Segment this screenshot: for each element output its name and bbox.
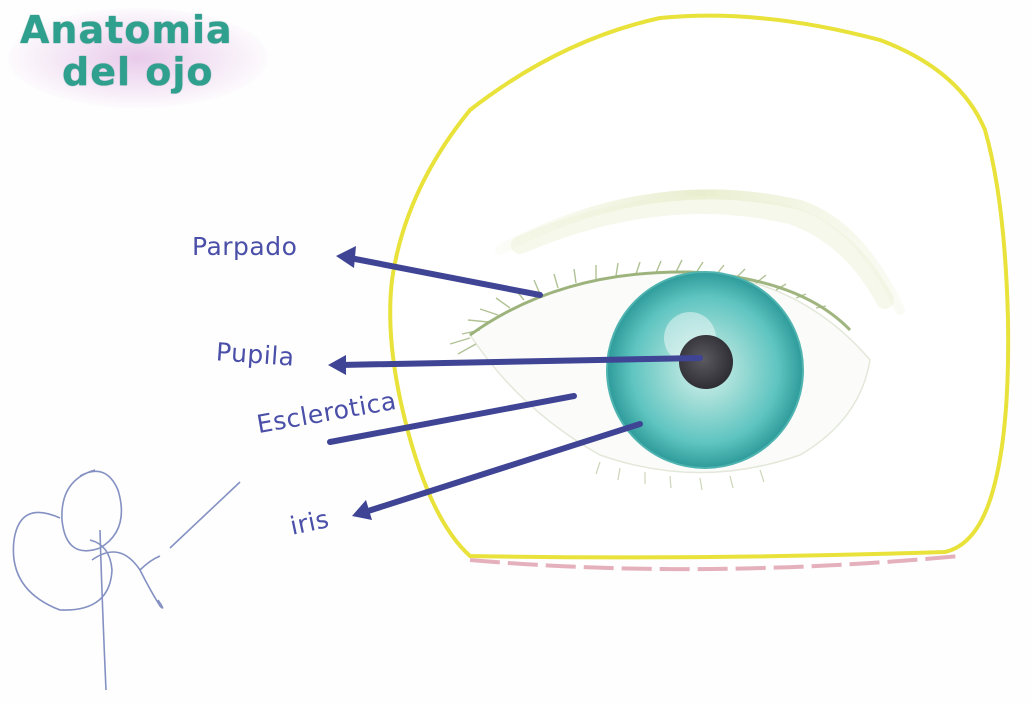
- pupil-shape: [679, 335, 733, 389]
- arrowhead-pupila: [328, 355, 346, 375]
- arrowhead-parpado: [336, 246, 356, 268]
- arrowheads: [328, 246, 372, 520]
- arrowhead-iris: [352, 500, 372, 520]
- title-block: Anatomia del ojo: [8, 0, 278, 110]
- label-pupila: Pupila: [215, 337, 295, 371]
- signature-scribble: [13, 470, 240, 690]
- label-parpado: Parpado: [192, 232, 297, 261]
- title-line-2: del ojo: [62, 50, 213, 94]
- title-line-1: Anatomia: [20, 8, 233, 52]
